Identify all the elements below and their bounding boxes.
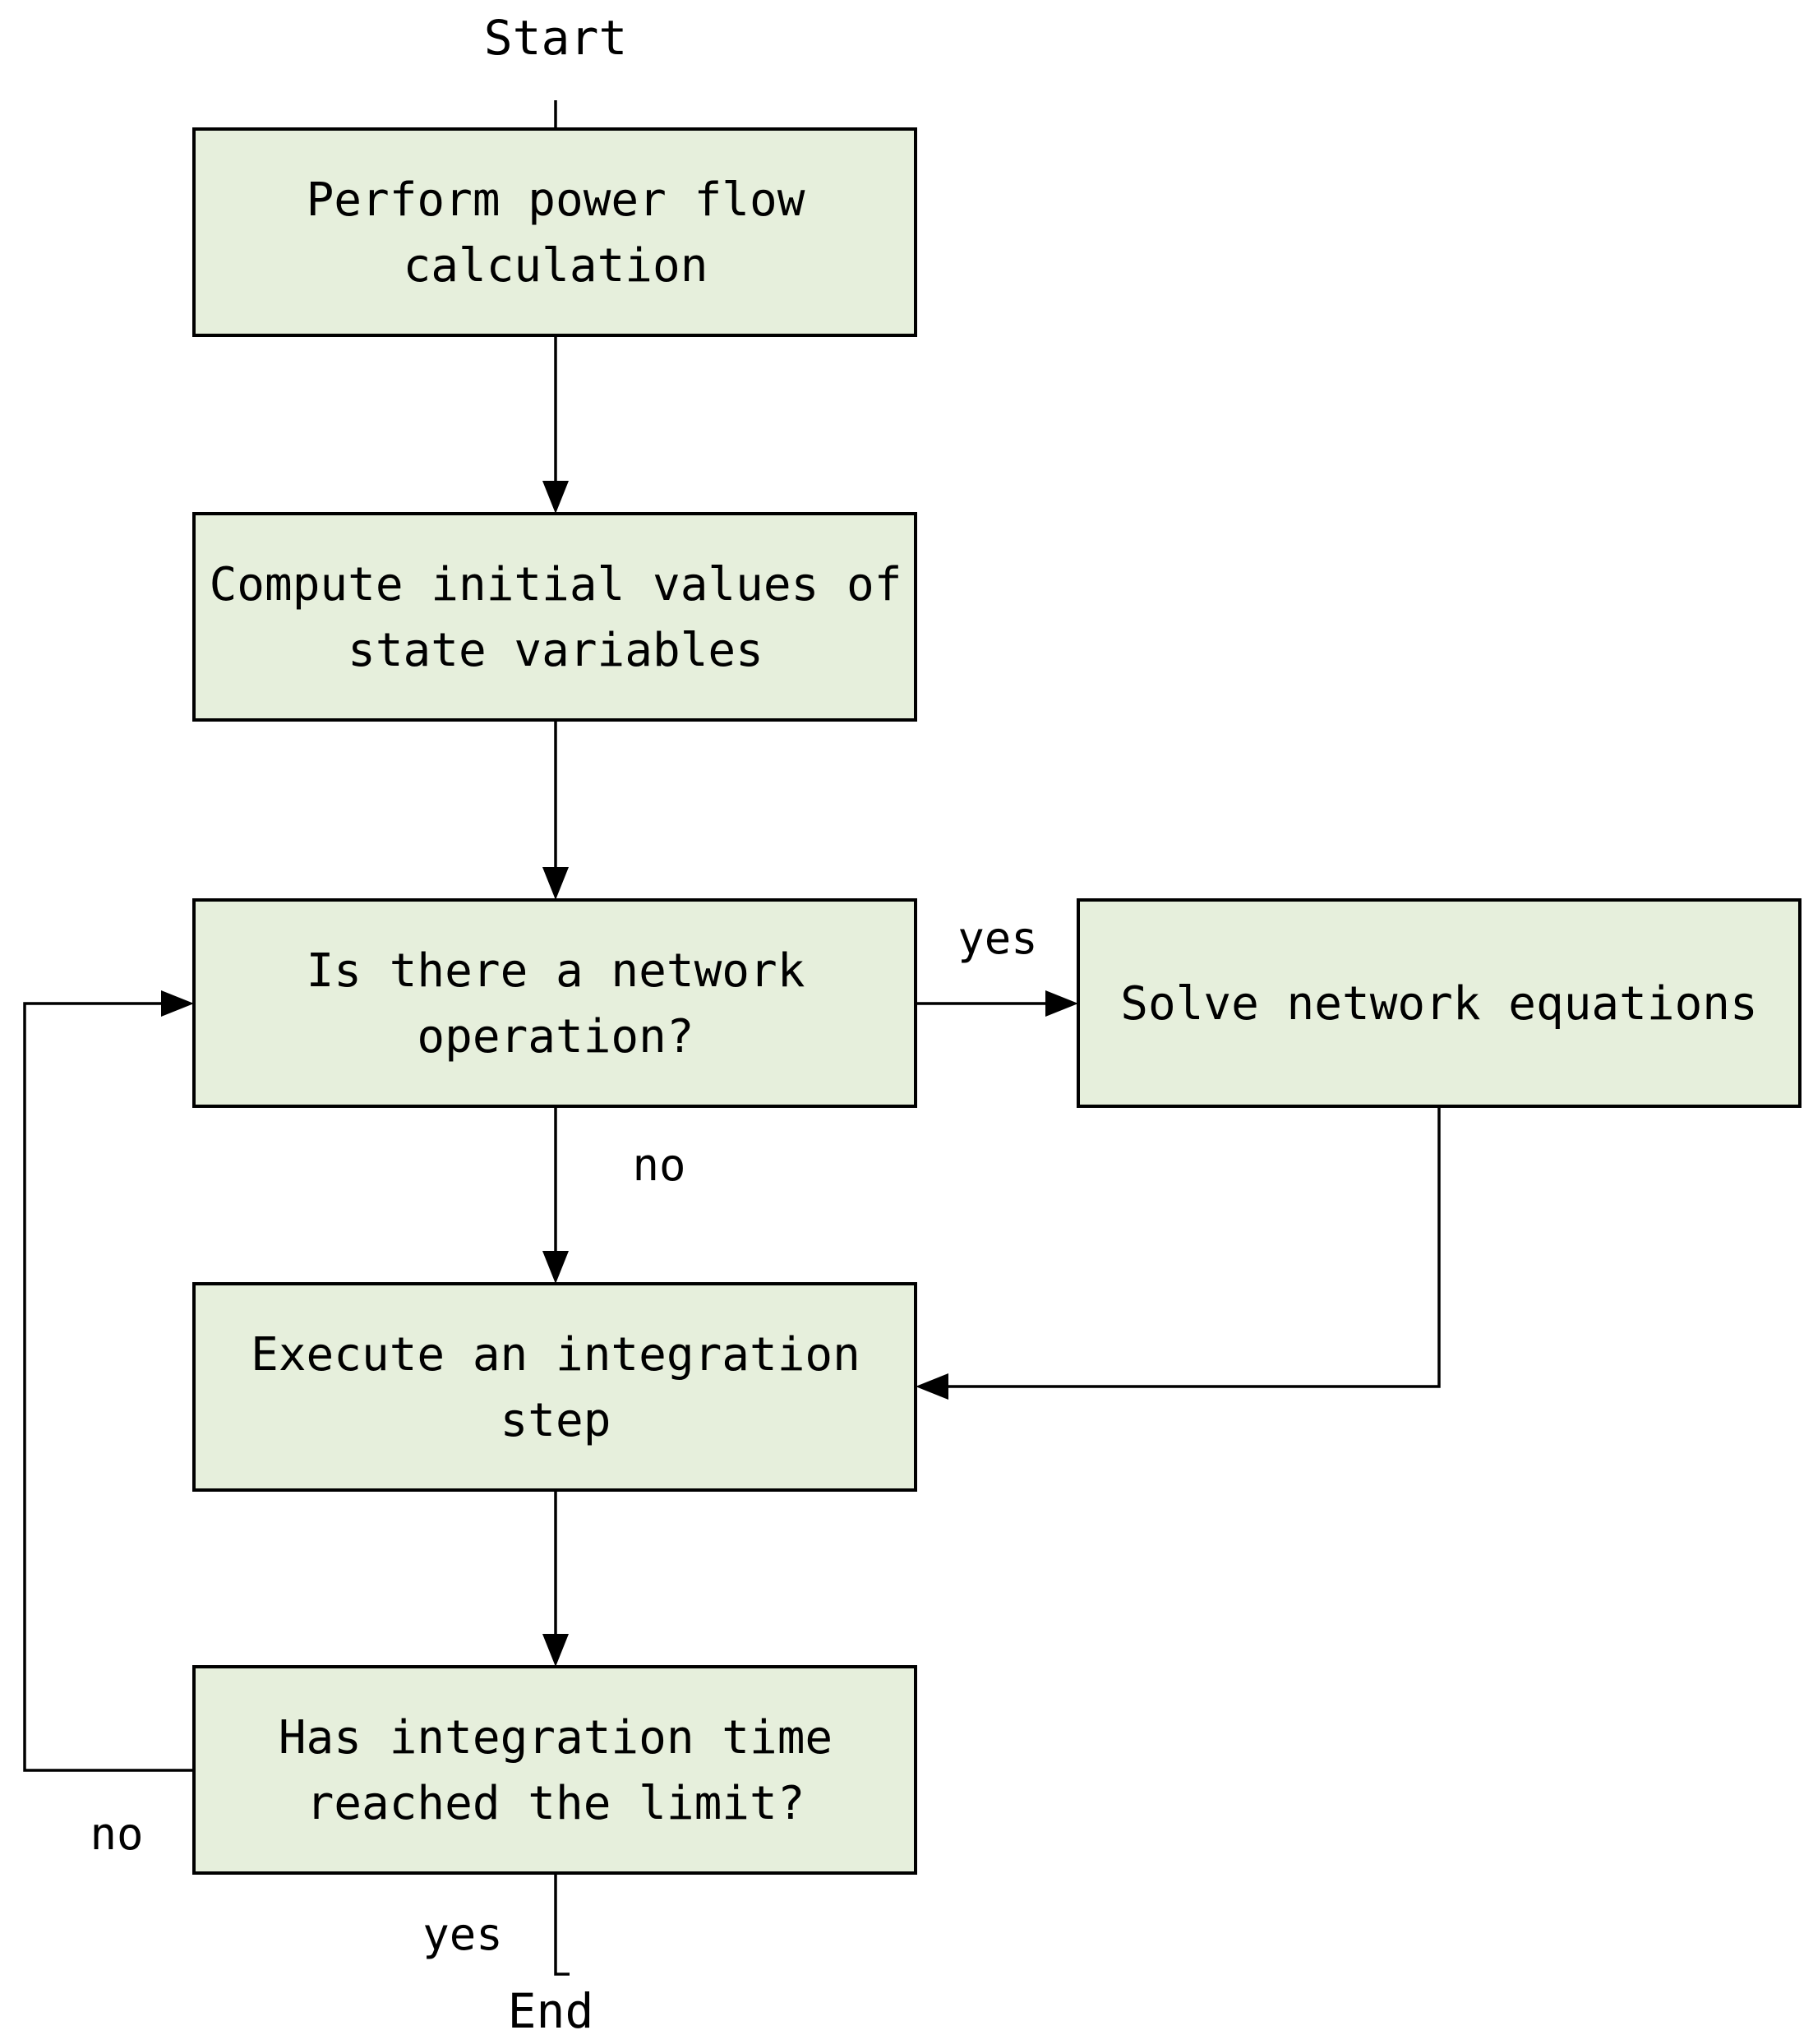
end-label: End [508, 1983, 594, 2039]
arrow-integration-step-to-time-limit [542, 1490, 569, 1667]
initial-values-node: Compute initial values of state variable… [192, 512, 917, 722]
limit-yes-label: yes [422, 1908, 503, 1960]
arrow-initial-values-to-network-operation [542, 720, 569, 900]
arrow-network-no [542, 1106, 569, 1284]
integration-step-line1: Execute an integration [251, 1328, 860, 1382]
solve-network-line1: Solve network equations [1120, 977, 1757, 1031]
network-no-label: no [632, 1139, 685, 1191]
initial-values-line1: Compute initial values of [210, 558, 902, 611]
initial-values-line2: state variables [348, 624, 763, 677]
solve-network-node: Solve network equations [1077, 898, 1801, 1108]
power-flow-node: Perform power flow calculation [192, 127, 917, 337]
power-flow-line2: calculation [404, 239, 708, 293]
network-operation-box [192, 898, 917, 1108]
integration-step-box [192, 1282, 917, 1492]
power-flow-line1: Perform power flow [307, 173, 805, 227]
start-label: Start [484, 10, 628, 66]
arrow-network-yes [916, 990, 1078, 1017]
time-limit-box [192, 1665, 917, 1875]
arrow-time-limit-no-loop [23, 990, 194, 1772]
network-operation-line2: operation? [417, 1010, 694, 1064]
integration-step-line2: step [501, 1394, 611, 1447]
integration-step-node: Execute an integration step [192, 1282, 917, 1492]
arrow-power-flow-to-initial-values [542, 335, 569, 514]
initial-values-box [192, 512, 917, 722]
time-limit-line2: reached the limit? [307, 1777, 805, 1830]
power-flow-box [192, 127, 917, 337]
time-limit-line1: Has integration time [279, 1711, 833, 1765]
time-limit-node: Has integration time reached the limit? [192, 1665, 917, 1875]
limit-no-label: no [90, 1808, 143, 1860]
arrow-time-limit-yes [554, 1873, 570, 1976]
solve-network-box [1077, 898, 1801, 1108]
arrow-solve-network-to-integration-step [916, 1106, 1441, 1400]
network-yes-label: yes [957, 912, 1038, 964]
network-operation-node: Is there a network operation? [192, 898, 917, 1108]
network-operation-line1: Is there a network [307, 944, 805, 998]
